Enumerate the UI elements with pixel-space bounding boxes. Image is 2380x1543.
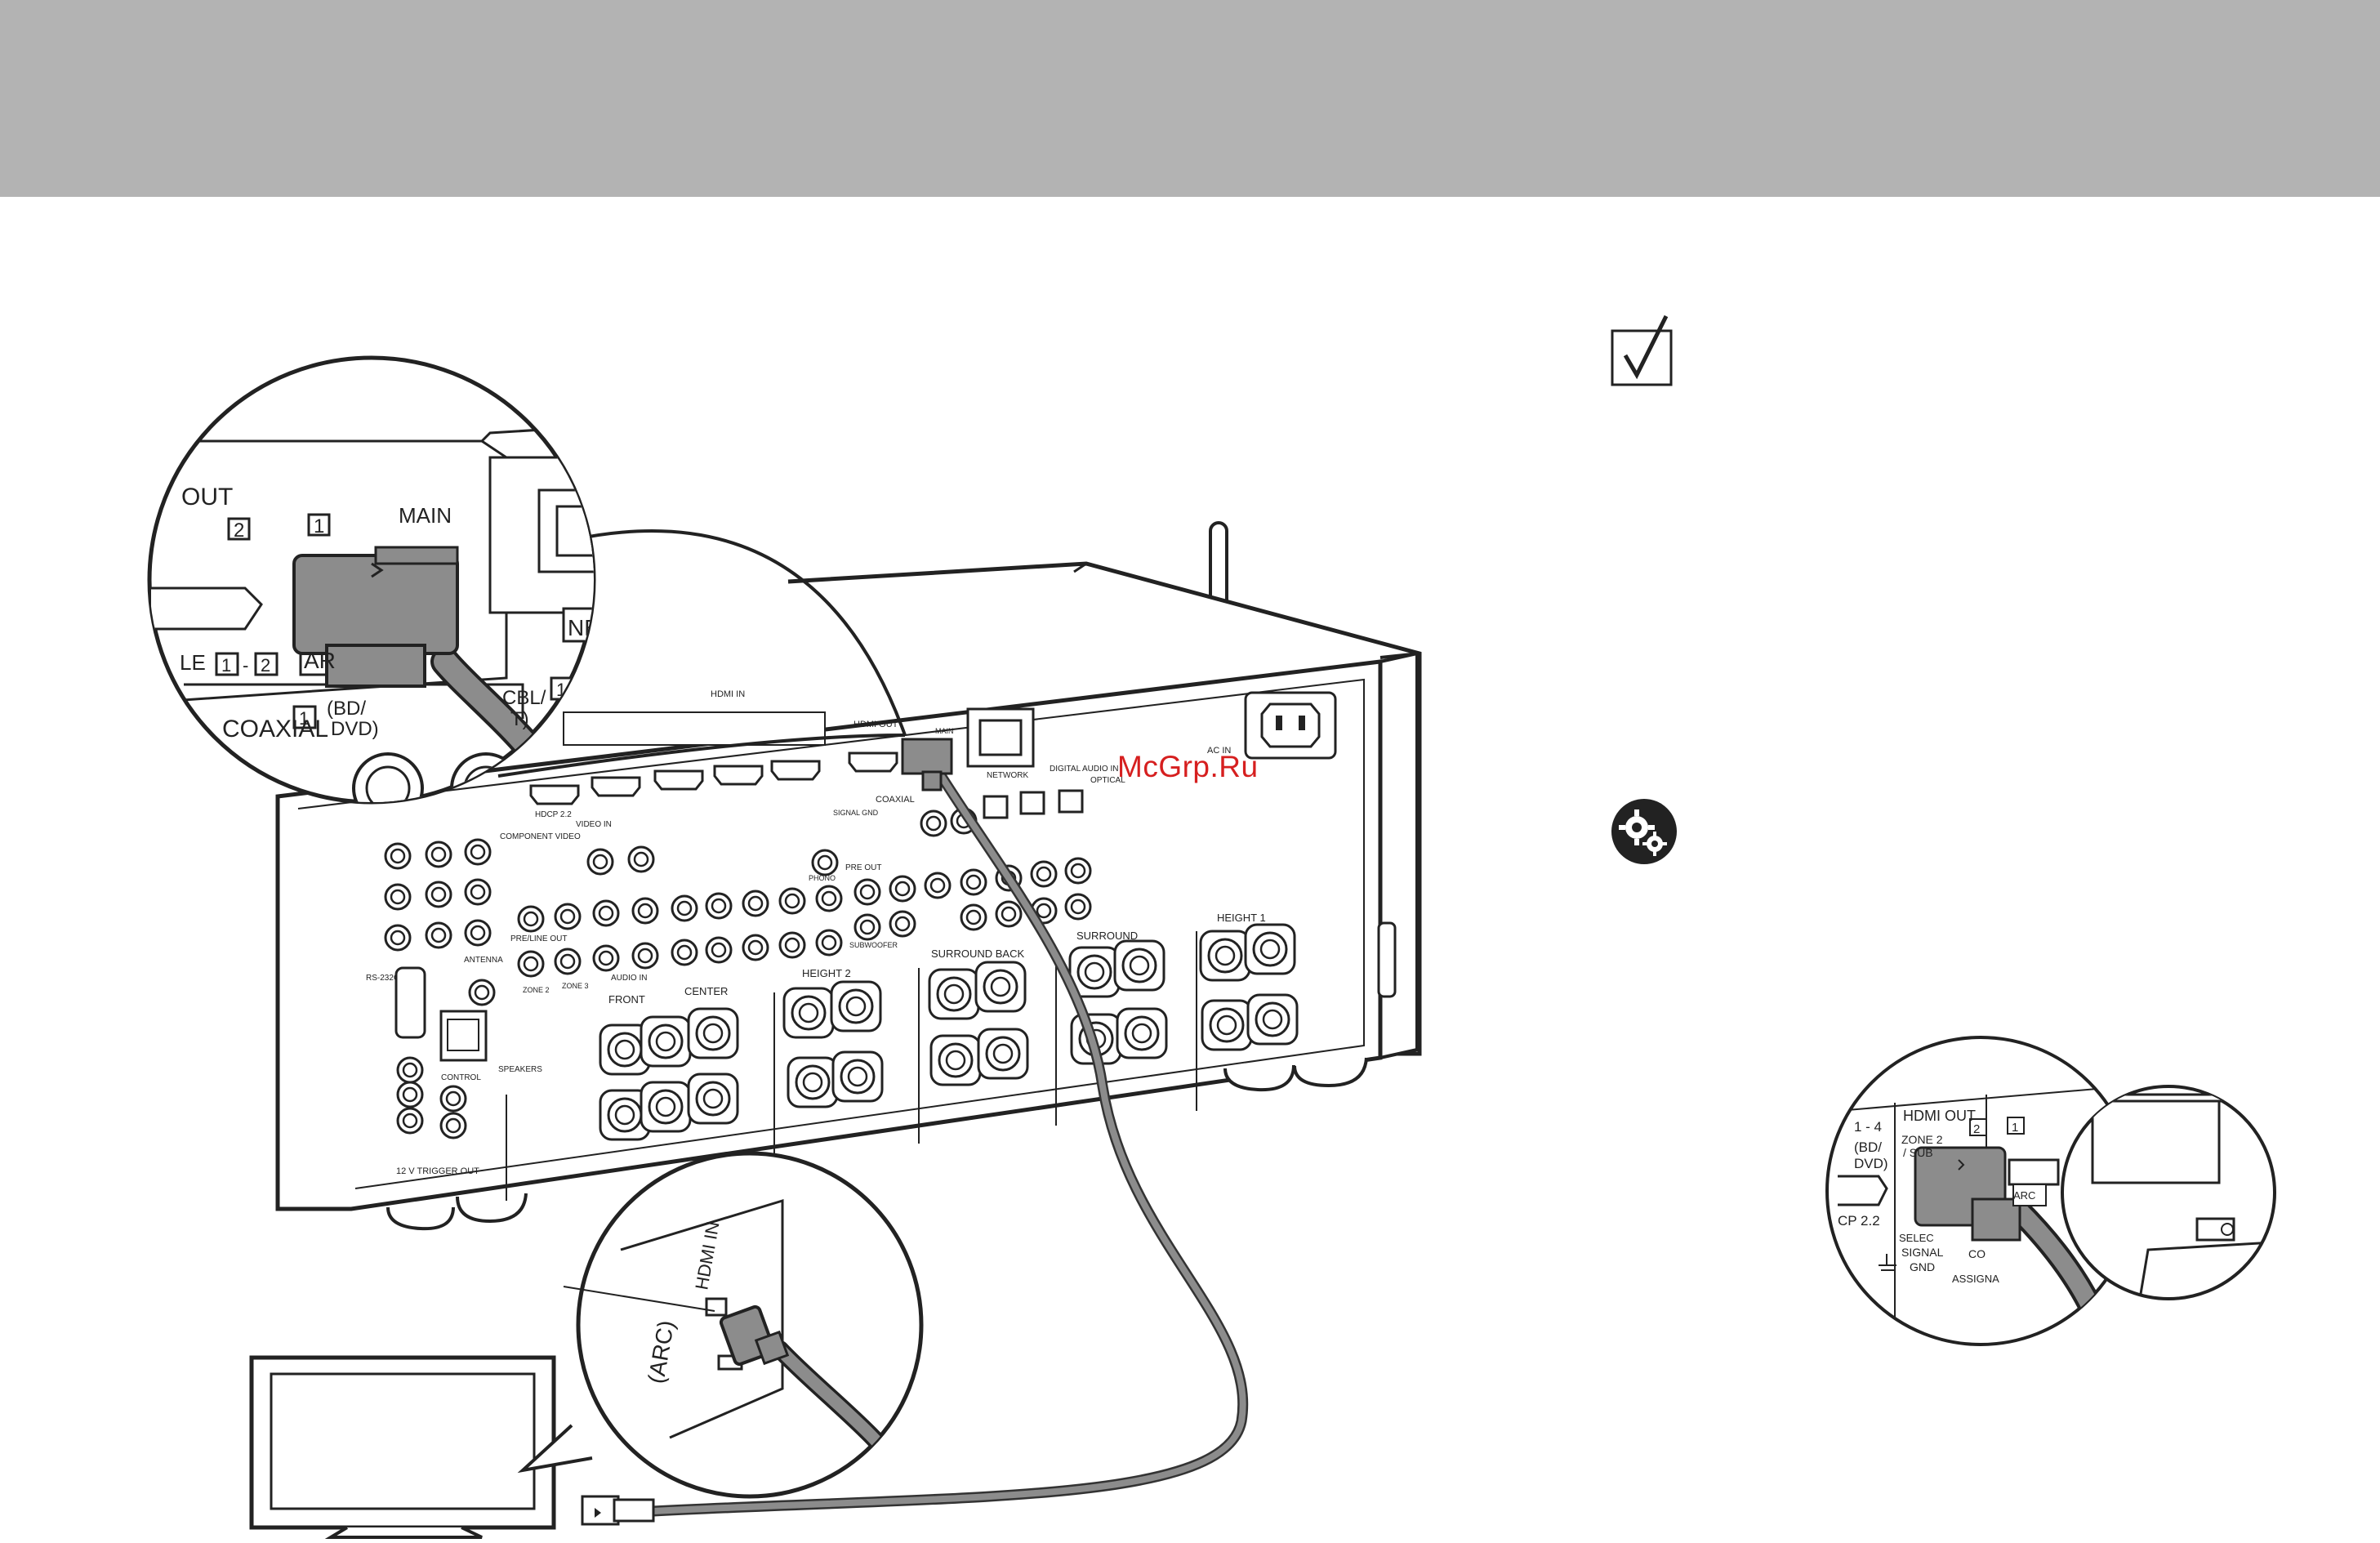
zone-zone2-label: ZONE 2 <box>1901 1133 1943 1146</box>
audio-in-label: AUDIO IN <box>611 974 647 983</box>
zoom-out-label: OUT <box>181 484 233 511</box>
zoom-cbl2-label: T) <box>510 708 529 730</box>
zone3-label: ZONE 3 <box>562 982 589 990</box>
zone-range-label: 1 - 4 <box>1854 1119 1882 1135</box>
zone-port1-label: 1 <box>2012 1121 2018 1135</box>
zone-hdcp-label: CP 2.2 <box>1838 1213 1880 1229</box>
zoom-port2-label: 2 <box>234 520 244 542</box>
zone-hdmi-out-label: HDMI OUT <box>1903 1108 1976 1124</box>
zone-bd-label: (BD/ <box>1854 1139 1882 1155</box>
zoom-assign-dash: - <box>243 655 248 676</box>
subwoofer-label: SUBWOOFER <box>849 941 898 949</box>
zoom-assignable-label: LE <box>180 650 206 675</box>
zoom-main-label: MAIN <box>399 503 452 528</box>
hdmi-plug-tv <box>581 1495 620 1526</box>
signal-gnd-label: SIGNAL GND <box>833 809 879 817</box>
hdmi-out-label: HDMI OUT <box>854 720 898 729</box>
zoom-coaxial-label: COAXIAL <box>222 716 328 743</box>
speakers-label: SPEAKERS <box>498 1065 542 1074</box>
zone-select-label: SELEC <box>1899 1232 1934 1244</box>
coaxial-label: COAXIAL <box>876 795 915 805</box>
zoom-network-label: NETW <box>568 615 635 640</box>
front-label: FRONT <box>608 993 645 1006</box>
pre-out-label: PRE OUT <box>845 863 881 872</box>
zone2-label: ZONE 2 <box>523 986 550 994</box>
header-band <box>0 0 2380 197</box>
rs232c-label: RS-232C <box>366 974 399 983</box>
video-in-label: VIDEO IN <box>576 820 612 829</box>
television <box>249 1355 556 1539</box>
zoom-port1-label: 1 <box>314 515 324 537</box>
zoom-ar-label: AR <box>304 648 336 673</box>
center-label: CENTER <box>684 985 728 997</box>
gears-icon <box>1611 798 1678 865</box>
control-label: CONTROL <box>441 1073 481 1082</box>
zone-dvd-label: DVD) <box>1854 1156 1888 1171</box>
trigger-out-label: 12 V TRIGGER OUT <box>396 1166 479 1176</box>
surround-label: SURROUND <box>1076 930 1138 942</box>
hdmi-plug-receiver <box>901 738 953 775</box>
antenna-label: ANTENNA <box>464 956 503 965</box>
network-label: NETWORK <box>987 771 1028 780</box>
zoom-cbl-label: CBL/ <box>502 687 546 709</box>
zoom-coax-num: 1 <box>299 708 309 729</box>
pre-line-out-label: PRE/LINE OUT <box>510 934 567 943</box>
height1-label: HEIGHT 1 <box>1217 912 1266 924</box>
ac-in-label: AC IN <box>1207 746 1231 756</box>
phono-label: PHONO <box>809 874 836 882</box>
zoom-assign-a: 1 <box>221 655 231 676</box>
zone-assign-label: ASSIGNA <box>1952 1273 1999 1285</box>
digital-audio-in-label: DIGITAL AUDIO IN <box>1050 765 1118 774</box>
surround-back-label: SURROUND BACK <box>931 948 1024 960</box>
zoom-hdmi-zone2: 1 - 4 HDMI OUT (BD/ DVD) ZONE 2 / SUB 2 … <box>1825 1036 2136 1346</box>
rs232c-port <box>394 966 426 1039</box>
zoom-ga-label: (GA <box>576 681 611 703</box>
zone-signal-label: SIGNAL <box>1901 1246 1944 1259</box>
component-video-label: COMPONENT VIDEO <box>500 832 581 841</box>
hdcp-label: HDCP 2.2 <box>535 810 572 819</box>
optical-label: OPTICAL <box>1090 776 1125 785</box>
zone-port2-label: 2 <box>1973 1122 1980 1136</box>
hdmi-out-main-label: MAIN <box>935 727 954 735</box>
zone-arc-label: ARC <box>2013 1189 2035 1202</box>
height2-label: HEIGHT 2 <box>802 967 851 979</box>
hdmi-in-label: HDMI IN <box>711 689 745 699</box>
zone-gnd-label: GND <box>1910 1260 1935 1273</box>
zoom-tv-hdmi-in: HDMI IN (ARC) <box>517 1151 924 1499</box>
zoom-projector-room <box>2061 1085 2276 1300</box>
zone-sub-label: / SUB <box>1903 1146 1933 1159</box>
watermark-text: McGrp.Ru <box>1117 750 1259 783</box>
check-mark-icon <box>1611 313 1673 388</box>
zoom-dvd-label: DVD) <box>331 718 379 740</box>
zone-co-label: CO <box>1968 1247 1986 1260</box>
zoom-bd-label: (BD/ <box>327 698 366 720</box>
zoom-assign-b: 2 <box>261 655 270 676</box>
